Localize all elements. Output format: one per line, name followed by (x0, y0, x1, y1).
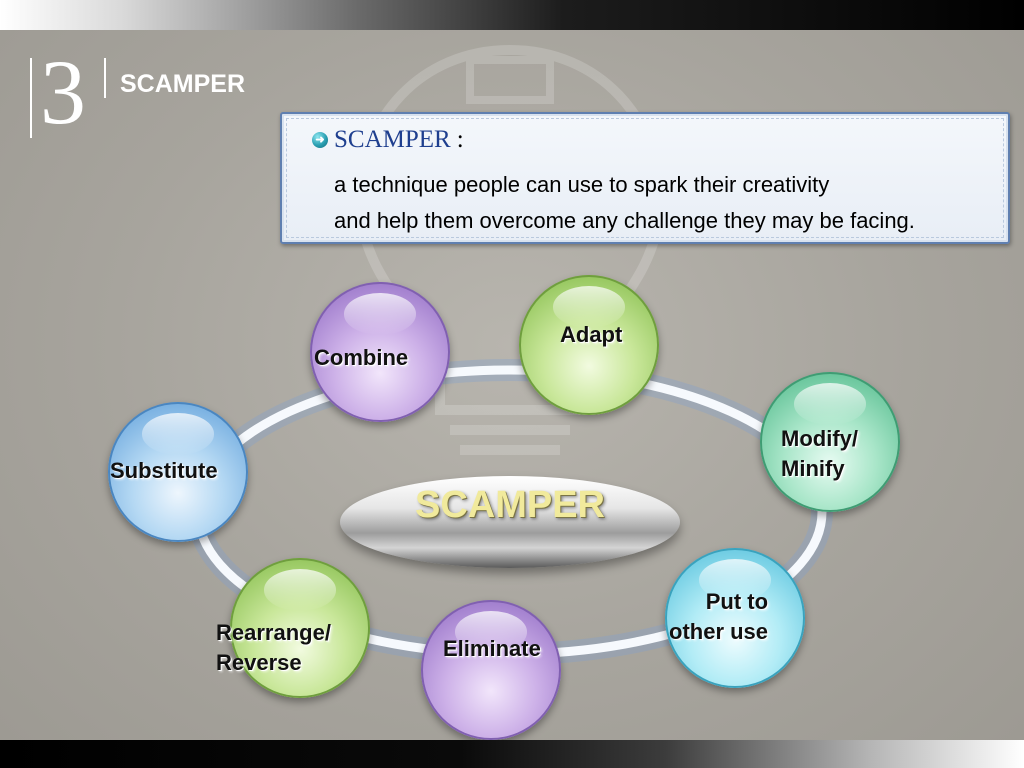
section-number: 3 (40, 41, 86, 143)
node-adapt-sphere (519, 275, 659, 415)
bottom-gradient-bar (0, 740, 1024, 768)
definition-term: SCAMPER (334, 126, 451, 153)
node-eliminate-sphere (421, 600, 561, 740)
top-gradient-bar (0, 0, 1024, 30)
section-title: SCAMPER (120, 70, 246, 98)
node-put-to-other-use-sphere (665, 548, 805, 688)
definition-box: ➜ SCAMPER : a technique people can use t… (280, 112, 1010, 244)
hub-label: SCAMPER (414, 484, 606, 526)
title-divider-right (104, 58, 106, 98)
node-eliminate-label: Eliminate (443, 636, 541, 661)
definition-line-1: a technique people can use to spark thei… (334, 172, 830, 197)
node-adapt-label: Adapt (560, 322, 623, 347)
node-rearrange-sphere (230, 558, 370, 698)
node-substitute-sphere (108, 402, 248, 542)
node-rearrange-label: Rearrange/ Reverse (216, 620, 331, 675)
node-modify-sphere (760, 372, 900, 512)
node-combine-label: Combine (314, 345, 409, 370)
node-substitute-label: Substitute (110, 458, 218, 483)
definition-term-row: ➜ SCAMPER : (312, 126, 464, 154)
node-put-to-other-use-label: Put to other use (669, 589, 769, 644)
arrow-bullet-icon: ➜ (312, 132, 328, 148)
definition-line-2: and help them overcome any challenge the… (334, 208, 915, 233)
node-modify-label: Modify/ Minify (781, 426, 858, 481)
definition-colon: : (456, 126, 464, 153)
title-divider-left (30, 58, 32, 138)
node-combine-sphere (310, 282, 450, 422)
scamper-hub (340, 476, 680, 568)
